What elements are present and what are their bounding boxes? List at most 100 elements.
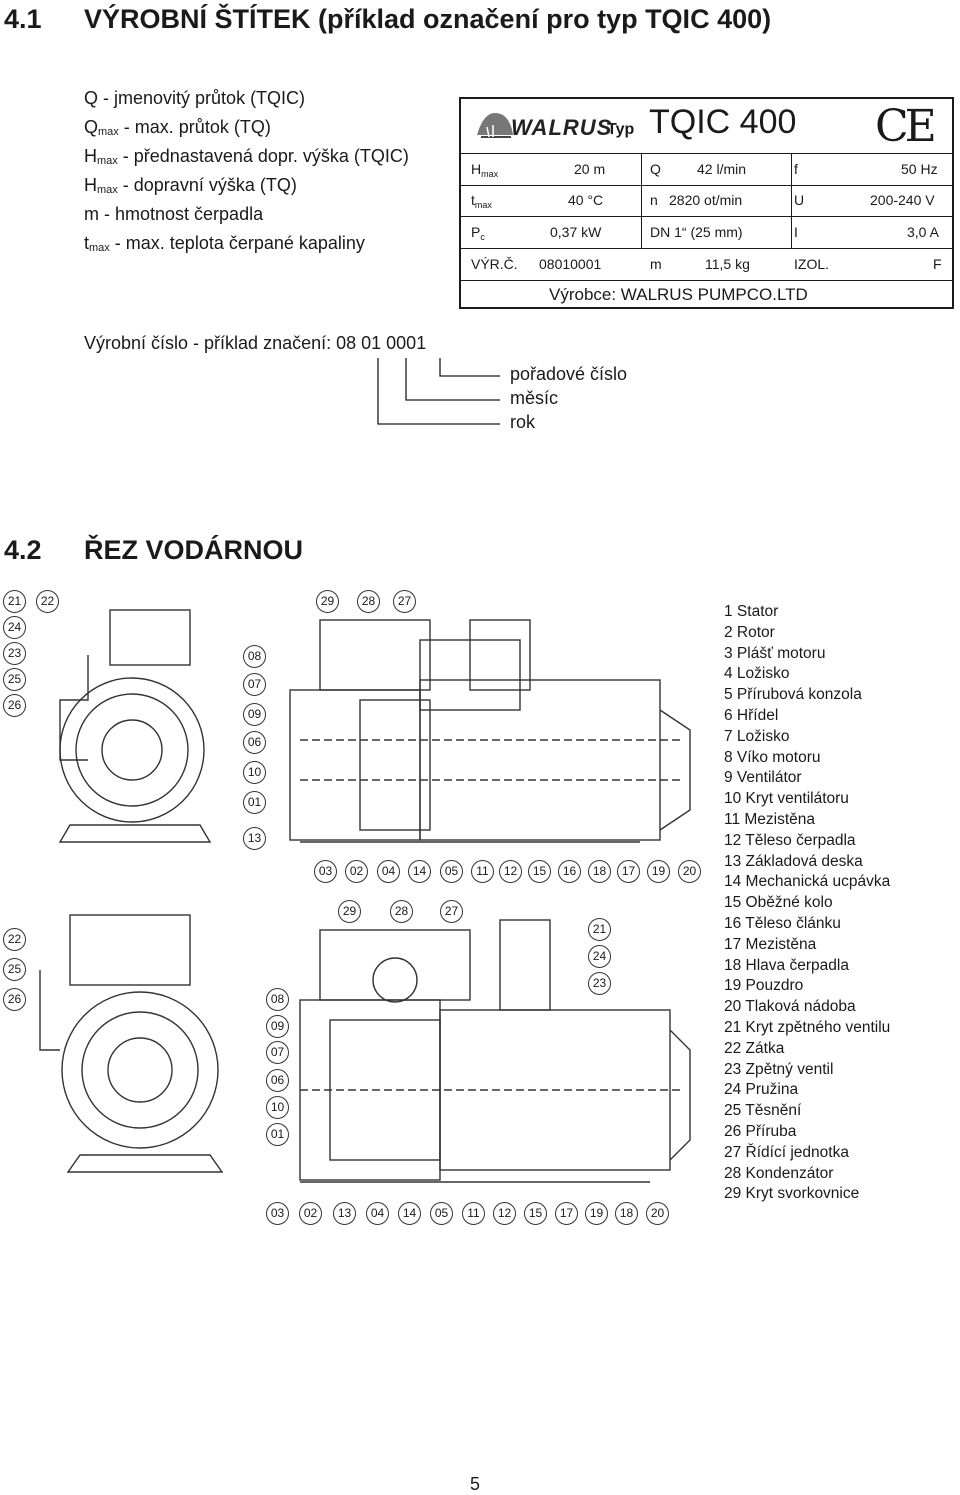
callout: 01 [266, 1123, 289, 1146]
callout: 01 [243, 791, 266, 814]
walrus-logo-text: WALRUS [511, 115, 613, 140]
serial-order: pořadové číslo [510, 364, 628, 384]
plate-row: VÝR.Č. 08010001 m 11,5 kg IZOL. F [461, 249, 952, 281]
part-item: 15 Oběžné kolo [724, 894, 833, 912]
callout: 05 [430, 1202, 453, 1225]
serial-month: měsíc [510, 388, 559, 408]
plate-row: Hmax 20 m Q 42 l/min f 50 Hz [461, 153, 952, 186]
part-item: 14 Mechanická ucpávka [724, 873, 891, 891]
callout: 14 [408, 860, 431, 883]
legend-line: Qmax - max. průtok (TQ) [84, 117, 271, 138]
legend-line: Hmax - dopravní výška (TQ) [84, 175, 297, 196]
callout: 07 [266, 1041, 289, 1064]
part-item: 19 Pouzdro [724, 977, 804, 995]
callout: 22 [3, 928, 26, 951]
part-item: 28 Kondenzátor [724, 1164, 834, 1182]
part-item: 3 Plášť motoru [724, 644, 826, 662]
callout: 18 [588, 860, 611, 883]
callout: 02 [345, 860, 368, 883]
callout: 28 [390, 900, 413, 923]
callout: 27 [393, 590, 416, 613]
part-item: 9 Ventilátor [724, 769, 802, 787]
callout: 16 [558, 860, 581, 883]
part-item: 11 Mezistěna [724, 810, 816, 828]
type-label: Typ [607, 121, 635, 138]
callout: 15 [524, 1202, 547, 1225]
callout: 12 [499, 860, 522, 883]
serial-brackets [377, 358, 500, 425]
page-number: 5 [470, 1474, 481, 1494]
section-1-number: 4.1 [4, 4, 42, 34]
part-item: 20 Tlaková nádoba [724, 998, 856, 1016]
part-item: 5 Přírubová konzola [724, 686, 862, 704]
callout: 23 [588, 972, 611, 995]
callout: 21 [588, 918, 611, 941]
callout: 09 [243, 703, 266, 726]
legend-line: Q - jmenovitý průtok (TQIC) [84, 88, 306, 108]
callout: 10 [243, 761, 266, 784]
plate-row: tmax 40 °C n 2820 ot/min U 200-240 V [461, 185, 952, 217]
section-2-number: 4.2 [4, 535, 42, 565]
part-item: 23 Zpětný ventil [724, 1060, 834, 1078]
callout: 21 [3, 590, 26, 613]
callout: 19 [585, 1202, 608, 1225]
legend-line: m - hmotnost čerpadla [84, 204, 264, 224]
callout: 03 [314, 860, 337, 883]
callout: 06 [243, 731, 266, 754]
part-item: 10 Kryt ventilátoru [724, 790, 849, 808]
callout: 11 [462, 1202, 485, 1225]
callout: 26 [3, 988, 26, 1011]
callout: 24 [3, 616, 26, 639]
section-2-title: ŘEZ VODÁRNOU [84, 535, 304, 565]
ce-mark-icon: CE [875, 101, 937, 152]
callout: 19 [647, 860, 670, 883]
model-name: TQIC 400 [649, 103, 797, 141]
callout: 10 [266, 1096, 289, 1119]
part-item: 26 Příruba [724, 1122, 797, 1140]
callout: 08 [243, 645, 266, 668]
parts-list: 1 Stator 2 Rotor 3 Plášť motoru 4 Ložisk… [724, 602, 890, 1205]
part-item: 29 Kryt svorkovnice [724, 1185, 860, 1203]
legend-line: tmax - max. teplota čerpané kapaliny [84, 233, 365, 254]
part-item: 12 Těleso čerpadla [724, 831, 856, 849]
callout: 07 [243, 673, 266, 696]
part-item: 17 Mezistěna [724, 935, 817, 953]
serial-year: rok [510, 412, 536, 432]
callout: 02 [299, 1202, 322, 1225]
part-item: 24 Pružina [724, 1081, 799, 1099]
section-1-title: VÝROBNÍ ŠTÍTEK (příklad označení pro typ… [84, 4, 772, 34]
callout: 17 [555, 1202, 578, 1225]
callout: 08 [266, 988, 289, 1011]
part-item: 21 Kryt zpětného ventilu [724, 1018, 891, 1036]
callout: 22 [36, 590, 59, 613]
callout: 06 [266, 1069, 289, 1092]
callout: 29 [316, 590, 339, 613]
callout: 25 [3, 958, 26, 981]
callout: 14 [398, 1202, 421, 1225]
callout: 29 [338, 900, 361, 923]
part-item: 27 Řídící jednotka [724, 1143, 849, 1161]
pump-cross-section-drawing [39, 609, 691, 1183]
callout: 09 [266, 1015, 289, 1038]
callout: 11 [471, 860, 494, 883]
part-item: 18 Hlava čerpadla [724, 956, 849, 974]
callout: 04 [366, 1202, 389, 1225]
callout: 20 [646, 1202, 669, 1225]
callout: 18 [615, 1202, 638, 1225]
callout: 23 [3, 642, 26, 665]
part-item: 8 Víko motoru [724, 748, 821, 766]
part-item: 4 Ložisko [724, 665, 790, 683]
callout: 20 [678, 860, 701, 883]
callout: 05 [440, 860, 463, 883]
part-item: 13 Základová deska [724, 852, 863, 870]
part-item: 16 Těleso článku [724, 914, 841, 932]
part-item: 22 Zátka [724, 1039, 785, 1057]
callout: 04 [377, 860, 400, 883]
symbol-legend: Q - jmenovitý průtok (TQIC) Qmax - max. … [84, 86, 409, 260]
callout: 26 [3, 694, 26, 717]
part-item: 25 Těsnění [724, 1102, 802, 1120]
callout: 03 [266, 1202, 289, 1225]
callout: 28 [357, 590, 380, 613]
manufacturer: Výrobce: WALRUS PUMPCO.LTD [549, 285, 808, 304]
callout: 25 [3, 668, 26, 691]
